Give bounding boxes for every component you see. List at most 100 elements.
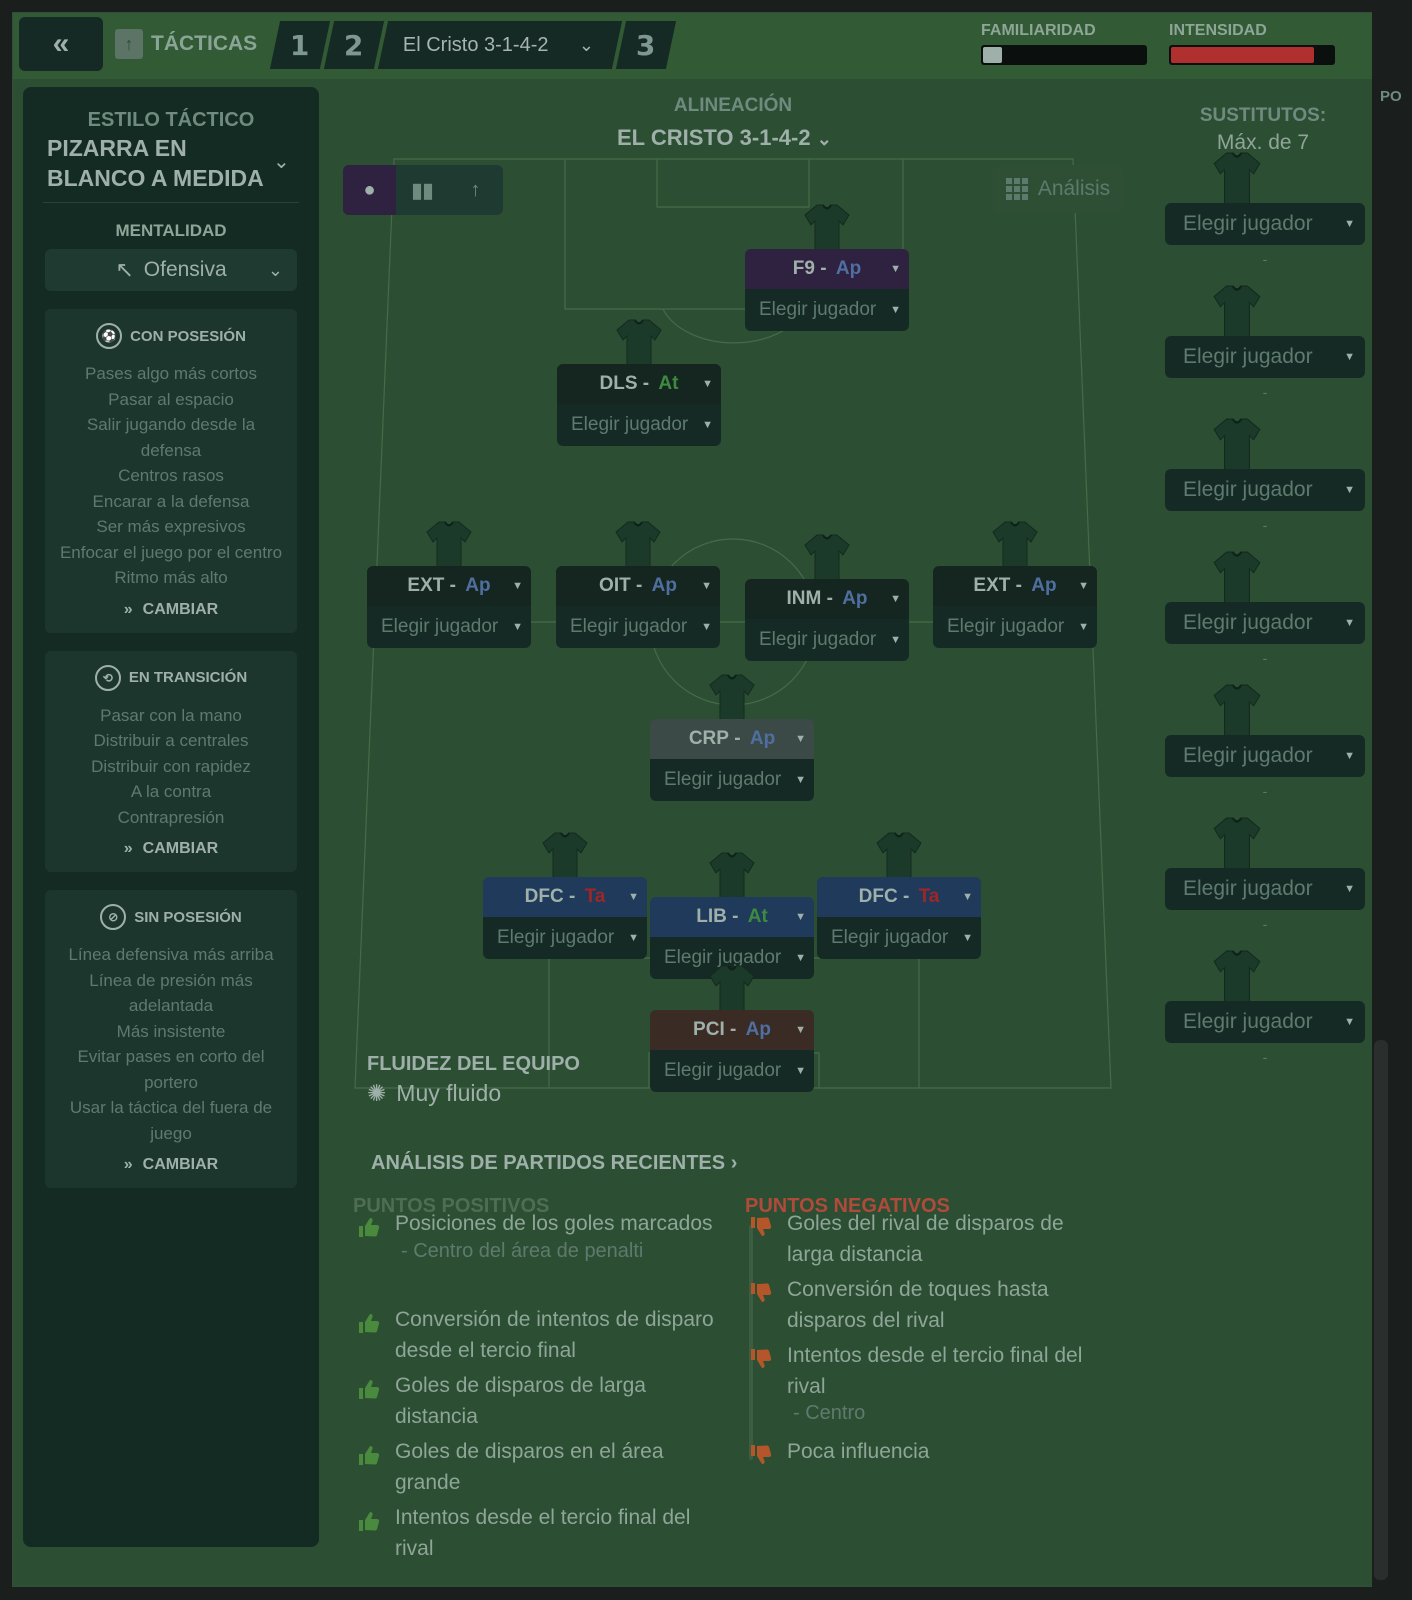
divider bbox=[43, 202, 299, 203]
mentality-label: MENTALIDAD bbox=[115, 221, 227, 240]
triangle-down-icon: ▼ bbox=[1344, 351, 1355, 363]
role-selector[interactable]: DFC - Ta▼ bbox=[817, 877, 981, 917]
chevron-down-icon[interactable]: ⌄ bbox=[273, 151, 290, 173]
ball-icon: ⚽ bbox=[96, 323, 123, 349]
player-picker[interactable]: Elegir jugador▼ bbox=[745, 619, 909, 661]
triangle-down-icon: ▼ bbox=[1344, 484, 1355, 496]
picker-label: Elegir jugador bbox=[664, 1060, 782, 1081]
lineup-name-text: EL CRISTO 3-1-4-2 bbox=[617, 125, 811, 150]
role-selector[interactable]: DFC - Ta▼ bbox=[483, 877, 647, 917]
position-slot: CRP - Ap▼Elegir jugador▼ bbox=[650, 674, 814, 801]
role-selector[interactable]: OIT - Ap▼ bbox=[556, 566, 720, 606]
analysis-button[interactable]: Análisis bbox=[993, 165, 1123, 213]
player-view-button[interactable]: ● bbox=[343, 165, 396, 215]
scrollbar[interactable] bbox=[1374, 1040, 1388, 1580]
instruction-item: Pasar al espacio bbox=[108, 389, 234, 409]
recent-matches-analysis-link[interactable]: ANÁLISIS DE PARTIDOS RECIENTES › bbox=[371, 1152, 737, 1175]
substitute-picker[interactable]: Elegir jugador ▼ bbox=[1165, 336, 1365, 378]
player-picker[interactable]: Elegir jugador▼ bbox=[483, 917, 647, 959]
back-button[interactable]: « bbox=[19, 17, 103, 71]
position-slot: INM - Ap▼Elegir jugador▼ bbox=[745, 534, 909, 661]
card-title-text: CON POSESIÓN bbox=[130, 327, 246, 345]
shirt-icon bbox=[1209, 683, 1265, 738]
role-selector[interactable]: EXT - Ap▼ bbox=[933, 566, 1097, 606]
shirt-icon bbox=[1209, 151, 1265, 206]
role-code: CRP bbox=[688, 728, 729, 749]
cambiar-button[interactable]: »CAMBIAR bbox=[45, 1156, 297, 1174]
role-selector[interactable]: PCI - Ap▼ bbox=[650, 1010, 814, 1050]
player-picker[interactable]: Elegir jugador▼ bbox=[557, 404, 721, 446]
mentality-dropdown[interactable]: ↖ Ofensiva ⌄ bbox=[45, 249, 297, 291]
chevron-down-icon: ⌄ bbox=[267, 259, 283, 280]
board-view-button[interactable]: ↑ bbox=[449, 165, 502, 215]
substitute-picker[interactable]: Elegir jugador▼ bbox=[1165, 602, 1365, 644]
shirt-icon bbox=[614, 520, 662, 573]
duty-code: Ap bbox=[835, 258, 862, 279]
shirt-icon bbox=[803, 203, 851, 256]
role-selector[interactable]: DLS - At▼ bbox=[557, 364, 721, 404]
player-picker[interactable]: Elegir jugador▼ bbox=[650, 1050, 814, 1092]
instruction-item: Distribuir a centrales bbox=[93, 731, 249, 750]
picker-label: Elegir jugador bbox=[1183, 345, 1313, 368]
duty-code: Ap bbox=[1031, 575, 1057, 596]
stats-view-button[interactable]: ▮▮ bbox=[396, 165, 449, 215]
player-picker[interactable]: Elegir jugador▼ bbox=[650, 759, 814, 801]
substitute-picker[interactable]: Elegir jugador▼ bbox=[1165, 1001, 1365, 1043]
point-subtext: - Centro del área de penalti bbox=[401, 1239, 644, 1262]
triangle-down-icon: ▼ bbox=[795, 774, 806, 786]
player-picker[interactable]: Elegir jugador▼ bbox=[745, 289, 909, 331]
familiaridad-meter bbox=[981, 45, 1147, 65]
tactical-style-header[interactable]: ESTILO TÁCTICO PIZARRA EN BLANCO A MEDID… bbox=[23, 109, 319, 192]
triangle-down-icon: ▼ bbox=[512, 621, 523, 633]
substitute-picker[interactable]: Elegir jugador▼ bbox=[1165, 469, 1365, 511]
duty-code: Ap bbox=[465, 575, 491, 596]
triangle-down-icon: ▼ bbox=[1078, 580, 1089, 592]
triangle-down-icon: ▼ bbox=[890, 304, 901, 316]
substitute-picker[interactable]: Elegir jugador▼ bbox=[1165, 735, 1365, 777]
familiaridad-label: FAMILIARIDAD bbox=[981, 22, 1096, 39]
cambiar-button[interactable]: »CAMBIAR bbox=[45, 601, 297, 619]
player-picker[interactable]: Elegir jugador▼ bbox=[556, 606, 720, 648]
person-icon: ● bbox=[363, 178, 376, 201]
player-picker[interactable]: Elegir jugador▼ bbox=[817, 917, 981, 959]
shirt-icon bbox=[1209, 949, 1265, 1004]
substitute-empty-value: - bbox=[1262, 517, 1268, 533]
duty-code: Ap bbox=[745, 1019, 771, 1040]
shirt-icon bbox=[991, 520, 1039, 573]
substitute-picker[interactable]: Elegir jugador▼ bbox=[1165, 868, 1365, 910]
familiaridad-fill bbox=[983, 47, 1003, 63]
substitutes-max: Máx. de 7 bbox=[1216, 131, 1310, 154]
triangle-down-icon: ▼ bbox=[1078, 621, 1089, 633]
instruction-item: Ritmo más alto bbox=[114, 568, 228, 587]
role-selector[interactable]: CRP - Ap▼ bbox=[650, 719, 814, 759]
picker-label: Elegir jugador bbox=[1183, 212, 1313, 235]
tactics-tab[interactable]: ↑ TÁCTICAS bbox=[115, 27, 257, 61]
mentality-arrow-icon: ↖ bbox=[115, 257, 134, 282]
point-text: Goles de disparos en el área grande bbox=[395, 1440, 664, 1494]
position-slot: EXT - Ap▼Elegir jugador▼ bbox=[367, 521, 531, 648]
double-chevron-left-icon: « bbox=[52, 27, 70, 60]
player-picker[interactable]: Elegir jugador▼ bbox=[367, 606, 531, 648]
substitute-picker[interactable]: Elegir jugador▼ bbox=[1165, 203, 1365, 245]
lineup-name[interactable]: EL CRISTO 3-1-4-2 ⌄ bbox=[617, 125, 832, 151]
instruction-item: A la contra bbox=[130, 782, 212, 801]
cambiar-button[interactable]: »CAMBIAR bbox=[45, 840, 297, 858]
card-title: ⊘SIN POSESIÓN bbox=[45, 904, 297, 930]
shirt-icon bbox=[875, 831, 923, 884]
shirt-icon bbox=[1209, 550, 1265, 605]
chevron-down-icon: ⌄ bbox=[816, 129, 832, 149]
role-selector[interactable]: F9 - Ap▼ bbox=[745, 249, 909, 289]
instruction-item: Contrapresión bbox=[117, 807, 225, 827]
role-selector[interactable]: EXT - Ap▼ bbox=[367, 566, 531, 606]
duty-code: Ap bbox=[651, 575, 677, 596]
shirt-icon bbox=[1209, 816, 1265, 871]
tactics-screen: « ↑ TÁCTICAS 1 2 El Cristo 3-1-4-2 ⌄ 3 F… bbox=[12, 12, 1383, 1587]
player-picker[interactable]: Elegir jugador▼ bbox=[933, 606, 1097, 648]
triangle-down-icon: ▼ bbox=[890, 593, 901, 605]
role-selector[interactable]: INM - Ap▼ bbox=[745, 579, 909, 619]
role-selector[interactable]: LIB - At▼ bbox=[650, 897, 814, 937]
thumbs-up-icon bbox=[359, 1218, 380, 1237]
picker-label: Elegir jugador bbox=[831, 927, 949, 948]
